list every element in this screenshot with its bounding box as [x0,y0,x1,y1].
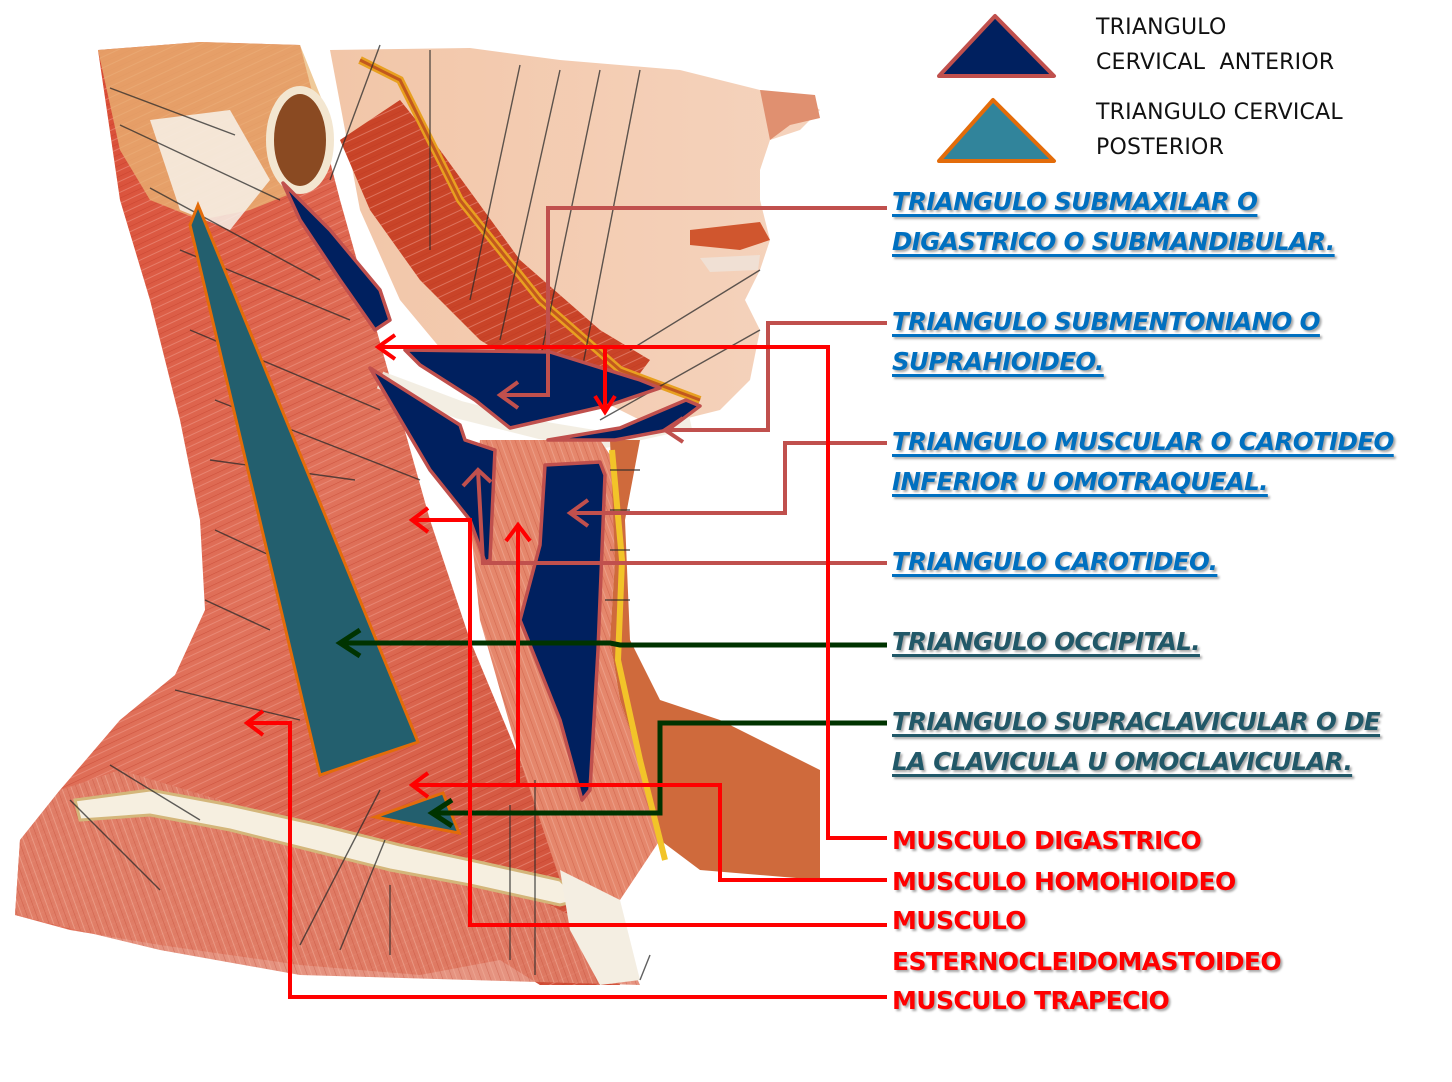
label-line: TRIANGULO MUSCULAR O CAROTIDEO [892,427,1394,456]
supraclavicular-connector [432,720,887,816]
label-triangulo-supraclavicular: TRIANGULO SUPRACLAVICULAR O DE LA CLAVIC… [892,702,1381,782]
label-line: TRIANGULO SUBMENTONIANO O [892,307,1321,336]
anterior-triangles [281,181,702,802]
anterior-legend-triangle-icon [937,14,1056,78]
label-line: ESTERNOCLEIDOMASTOIDEO [892,947,1282,976]
green-connectors [335,627,887,829]
rose-connectors [461,206,887,565]
legend-anterior-label: TRIANGULO CERVICAL ANTERIOR [1096,10,1334,80]
homohioideo-connector [412,783,887,882]
label-line: TRIANGULO SUPRACLAVICULAR O DE [892,707,1381,736]
label-line: MUSCULO [892,906,1027,935]
trapecio-connector [247,721,887,999]
upper-carotid-sliver [281,181,392,332]
label-line: LA CLAVICULA U OMOCLAVICULAR. [892,747,1353,776]
submaxilar-connector [500,206,887,397]
label-line: MUSCULO TRAPECIO [892,986,1170,1015]
label-line: TRIANGULO SUBMAXILAR O [892,187,1258,216]
legend-anterior-line2: CERVICAL ANTERIOR [1096,50,1335,75]
label-triangulo-occipital: TRIANGULO OCCIPITAL. [892,622,1201,662]
carotideo-triangle [368,366,497,564]
label-line: MUSCULO DIGASTRICO [892,826,1202,855]
carotideo-connector [476,469,887,565]
label-musculo-trapecio: MUSCULO TRAPECIO [892,980,1170,1021]
legend-anterior-line1: TRIANGULO [1096,15,1227,40]
label-triangulo-submaxilar: TRIANGULO SUBMAXILAR O DIGASTRICO O SUBM… [892,182,1335,262]
occipital-connector [340,640,887,648]
label-line: SUPRAHIOIDEO. [892,347,1104,376]
label-triangulo-carotideo: TRIANGULO CAROTIDEO. [892,542,1218,582]
label-line: MUSCULO HOMOHIOIDEO [892,867,1236,896]
esternocleidomastoideo-connector [412,518,887,927]
muscular-triangle [518,460,607,802]
label-line: INFERIOR U OMOTRAQUEAL. [892,467,1268,496]
red-connectors [243,333,887,999]
legend-posterior-line2: POSTERIOR [1096,135,1225,160]
label-triangulo-muscular: TRIANGULO MUSCULAR O CAROTIDEO INFERIOR … [892,422,1394,502]
occipital-triangle [188,201,420,777]
label-line: TRIANGULO OCCIPITAL. [892,627,1201,656]
label-musculo-homohioideo: MUSCULO HOMOHIOIDEO [892,861,1236,902]
legend-posterior-label: TRIANGULO CERVICAL POSTERIOR [1096,95,1343,165]
muscular-connector [570,441,887,515]
submentoniano-connector [665,321,887,432]
label-musculo-digastrico: MUSCULO DIGASTRICO [892,820,1202,861]
label-triangulo-submentoniano: TRIANGULO SUBMENTONIANO O SUPRAHIOIDEO. [892,302,1321,382]
legend-posterior-line1: TRIANGULO CERVICAL [1096,100,1343,125]
label-musculo-esternocleidomastoideo: MUSCULO ESTERNOCLEIDOMASTOIDEO [892,900,1282,982]
posterior-legend-triangle-icon [937,98,1056,163]
label-line: TRIANGULO CAROTIDEO. [892,547,1218,576]
legend-icons [937,14,1056,163]
label-line: DIGASTRICO O SUBMANDIBULAR. [892,227,1335,256]
